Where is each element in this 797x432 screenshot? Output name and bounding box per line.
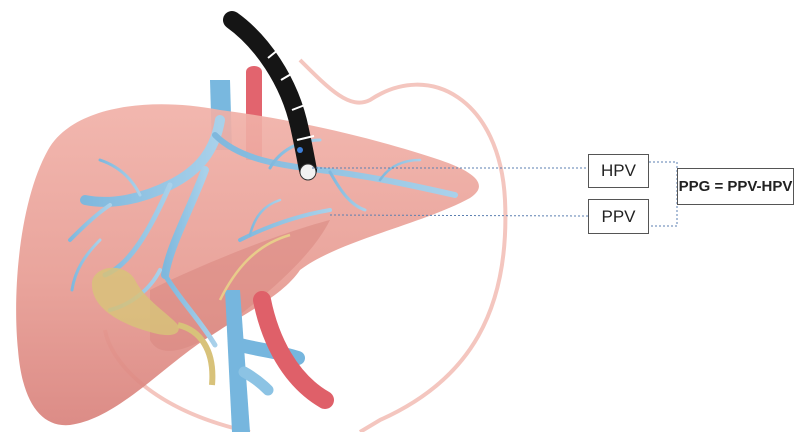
ppg-formula: PPG = PPV-HPV: [679, 178, 793, 195]
ppv-label: PPV: [601, 207, 635, 227]
bracket-line: [649, 162, 677, 226]
portal-vein-branch-lower: [244, 372, 268, 390]
hpv-label: HPV: [601, 161, 636, 181]
ppv-label-box: PPV: [588, 199, 649, 234]
ppg-formula-box: PPG = PPV-HPV: [677, 168, 794, 205]
hpv-label-box: HPV: [588, 154, 649, 188]
